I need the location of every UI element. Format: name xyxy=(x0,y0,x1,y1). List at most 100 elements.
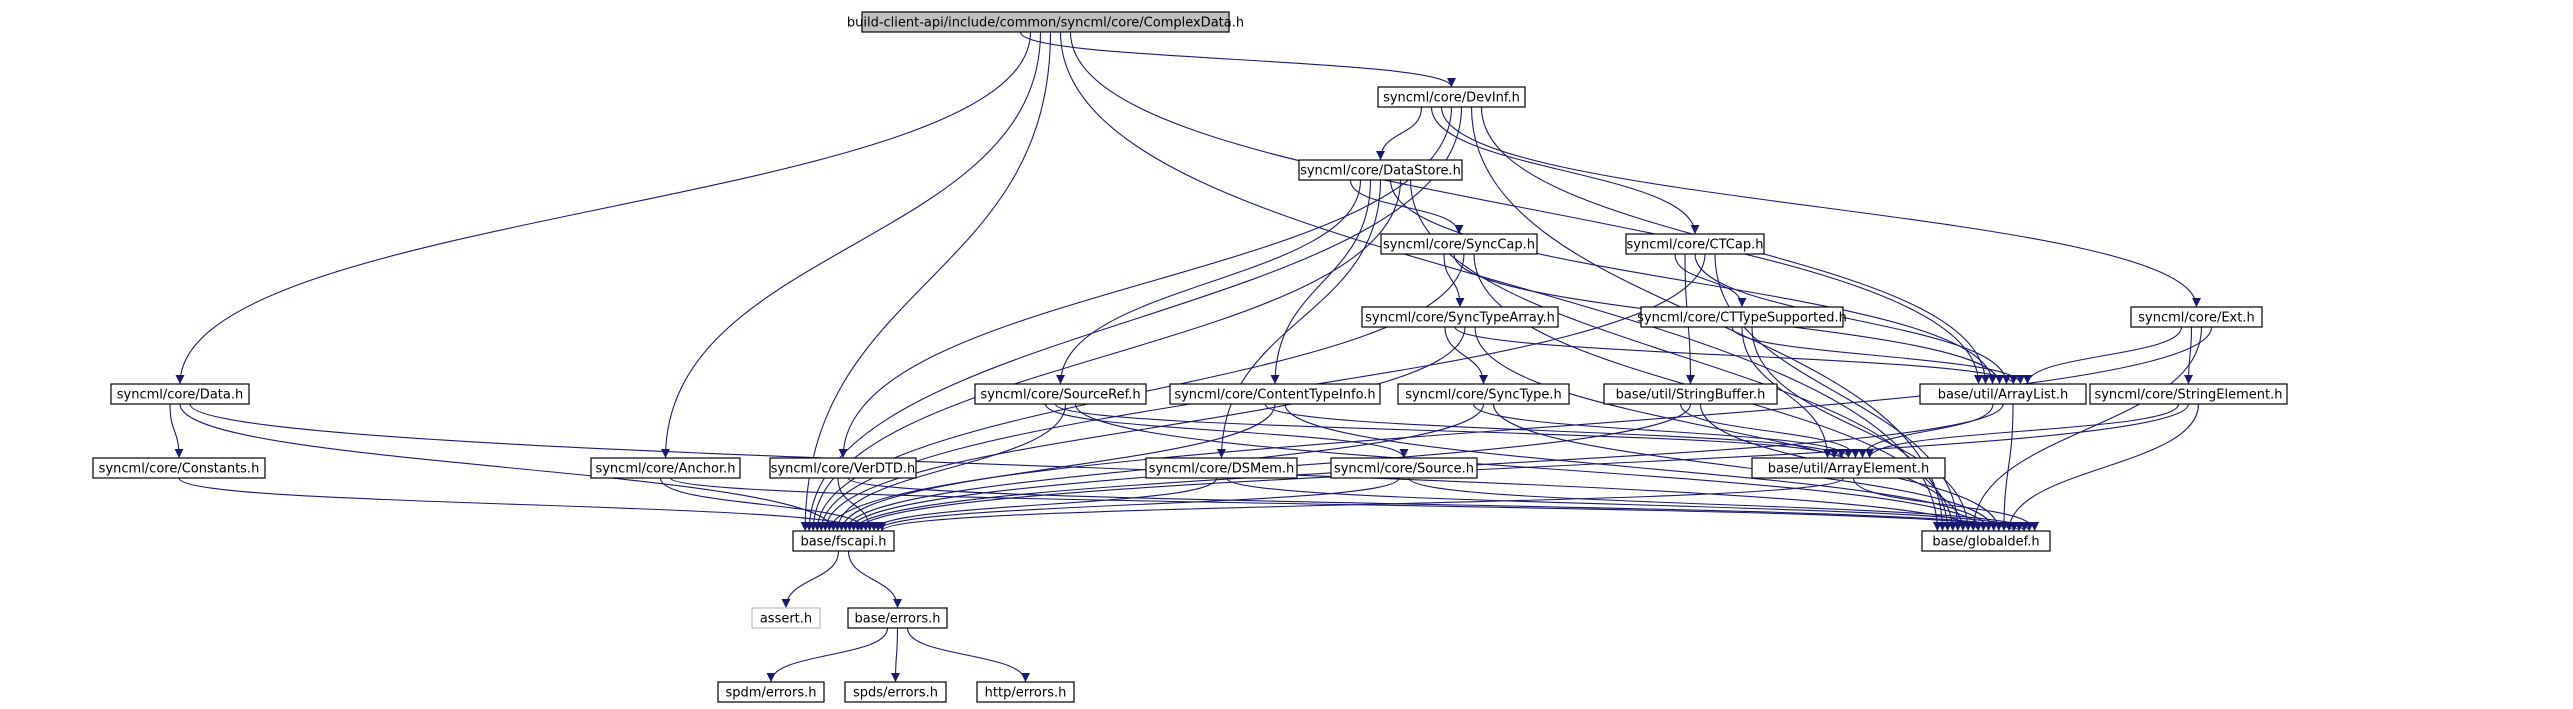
node-label-stringelement: syncml/core/StringElement.h xyxy=(2094,388,2282,403)
edge-ctcap-to-globaldef xyxy=(1714,253,1963,532)
node-dsmem[interactable]: syncml/core/DSMem.h xyxy=(1145,457,1298,479)
edge-devinf-to-ctcap xyxy=(1430,106,1700,235)
node-sourceref[interactable]: syncml/core/SourceRef.h xyxy=(974,383,1147,405)
edge-constants-to-fscapi xyxy=(178,477,866,532)
node-fscapi[interactable]: base/fscapi.h xyxy=(792,530,895,552)
edge-synctypearray-to-synctype xyxy=(1444,326,1488,385)
node-label-data: syncml/core/Data.h xyxy=(117,388,243,403)
edge-errors-to-spdm xyxy=(766,627,889,683)
node-box-stringelement xyxy=(2089,383,2288,405)
edge-stringelement-to-arrayelement xyxy=(1865,403,2180,459)
node-box-devinf xyxy=(1377,86,1526,108)
node-synccap[interactable]: syncml/core/SyncCap.h xyxy=(1380,233,1538,255)
node-box-globaldef xyxy=(1921,530,2051,552)
node-globaldef[interactable]: base/globaldef.h xyxy=(1921,530,2051,552)
edge-sourceref-to-arrayelement xyxy=(1054,403,1839,459)
edge-arrayelement-to-globaldef xyxy=(1852,477,2040,532)
node-errors[interactable]: base/errors.h xyxy=(847,607,948,629)
node-datastore[interactable]: syncml/core/DataStore.h xyxy=(1298,159,1463,181)
edge-contenttypeinfo-to-globaldef xyxy=(1284,403,1993,532)
node-box-synctypearray xyxy=(1361,306,1559,328)
node-label-verdtd: syncml/core/VerDTD.h xyxy=(771,462,916,477)
node-source[interactable]: syncml/core/Source.h xyxy=(1330,457,1478,479)
node-box-data xyxy=(110,383,250,405)
node-label-arrayelement: base/util/ArrayElement.h xyxy=(1768,462,1930,477)
node-box-synccap xyxy=(1380,233,1538,255)
node-box-spds xyxy=(844,681,947,703)
edge-devinf-to-datastore xyxy=(1376,106,1423,161)
node-label-asserth: assert.h xyxy=(760,612,812,627)
node-verdtd[interactable]: syncml/core/VerDTD.h xyxy=(769,457,917,479)
edge-data-to-globaldef xyxy=(189,403,1983,532)
edge-sourceref-to-fscapi xyxy=(832,403,1067,532)
node-box-stringbuffer xyxy=(1603,383,1778,405)
node-box-dsmem xyxy=(1145,457,1298,479)
node-label-datastore: syncml/core/DataStore.h xyxy=(1300,164,1461,179)
node-anchor[interactable]: syncml/core/Anchor.h xyxy=(590,457,741,479)
node-arrayelement[interactable]: base/util/ArrayElement.h xyxy=(1751,457,1946,479)
edge-fscapi-to-errors xyxy=(847,550,902,609)
edge-source-to-globaldef xyxy=(1408,477,2034,532)
edge-datastore-to-dsmem xyxy=(1217,179,1382,459)
edge-stringelement-to-fscapi xyxy=(853,403,2190,532)
edge-data-to-fscapi xyxy=(179,403,838,532)
edge-errors-to-spds xyxy=(891,627,901,683)
node-label-spds: spds/errors.h xyxy=(853,686,938,701)
node-label-ctcap: syncml/core/CTCap.h xyxy=(1627,238,1764,253)
edge-sourceref-to-source xyxy=(1044,403,1409,459)
edge-ext-to-globaldef xyxy=(1968,326,2203,532)
node-stringbuffer[interactable]: base/util/StringBuffer.h xyxy=(1603,383,1778,405)
node-data[interactable]: syncml/core/Data.h xyxy=(110,383,250,405)
node-stringelement[interactable]: syncml/core/StringElement.h xyxy=(2089,383,2288,405)
node-label-cttype: syncml/core/CTTypeSupported.h xyxy=(1637,311,1847,326)
node-box-errors xyxy=(847,607,948,629)
node-arraylist[interactable]: base/util/ArrayList.h xyxy=(1919,383,2087,405)
edge-arraylist-to-arrayelement xyxy=(1858,403,1994,459)
node-label-constants: syncml/core/Constants.h xyxy=(99,462,260,477)
node-label-devinf: syncml/core/DevInf.h xyxy=(1383,91,1520,106)
node-contenttypeinfo[interactable]: syncml/core/ContentTypeInfo.h xyxy=(1169,383,1381,405)
edge-ext-to-stringelement xyxy=(2184,326,2194,385)
edge-synctype-to-arrayelement xyxy=(1472,403,1853,459)
edge-contenttypeinfo-to-arrayelement xyxy=(1264,403,1846,459)
node-box-datastore xyxy=(1298,159,1463,181)
edge-data-to-constants xyxy=(169,403,184,459)
edge-root-to-globaldef xyxy=(1059,31,1942,532)
node-box-contenttypeinfo xyxy=(1169,383,1381,405)
node-constants[interactable]: syncml/core/Constants.h xyxy=(92,457,266,479)
edge-fscapi-to-asserth xyxy=(781,550,840,609)
edge-devinf-to-ext xyxy=(1440,106,2201,308)
node-root[interactable]: build-client-api/include/common/syncml/c… xyxy=(847,11,1244,33)
edge-arrayelement-to-fscapi xyxy=(877,477,1845,532)
node-ctcap[interactable]: syncml/core/CTCap.h xyxy=(1625,233,1765,255)
nodes: build-client-api/include/common/syncml/c… xyxy=(92,11,2288,703)
node-box-ctcap xyxy=(1625,233,1765,255)
node-box-arrayelement xyxy=(1751,457,1946,479)
node-label-contenttypeinfo: syncml/core/ContentTypeInfo.h xyxy=(1174,388,1375,403)
node-devinf[interactable]: syncml/core/DevInf.h xyxy=(1377,86,1526,108)
edge-datastore-to-contenttypeinfo xyxy=(1270,179,1372,385)
node-label-synctype: syncml/core/SyncType.h xyxy=(1405,388,1562,403)
node-cttype[interactable]: syncml/core/CTTypeSupported.h xyxy=(1637,306,1847,328)
node-label-dsmem: syncml/core/DSMem.h xyxy=(1149,462,1295,477)
node-spdm[interactable]: spdm/errors.h xyxy=(717,681,825,703)
node-ext[interactable]: syncml/core/Ext.h xyxy=(2130,306,2263,328)
edge-source-to-fscapi xyxy=(873,477,1400,532)
node-label-synctypearray: syncml/core/SyncTypeArray.h xyxy=(1365,311,1555,326)
node-box-verdtd xyxy=(769,457,917,479)
edge-synccap-to-synctypearray xyxy=(1443,253,1465,308)
node-box-ext xyxy=(2130,306,2263,328)
edge-root-to-fscapi xyxy=(800,31,1052,532)
node-box-asserth xyxy=(751,607,821,629)
edge-dsmem-to-globaldef xyxy=(1225,477,2029,532)
node-synctypearray[interactable]: syncml/core/SyncTypeArray.h xyxy=(1361,306,1559,328)
node-label-errors: base/errors.h xyxy=(855,612,941,627)
edge-verdtd-to-globaldef xyxy=(847,477,2024,532)
edge-cttype-to-arraylist xyxy=(1731,326,2025,385)
node-synctype[interactable]: syncml/core/SyncType.h xyxy=(1397,383,1570,405)
node-http[interactable]: http/errors.h xyxy=(976,681,1075,703)
node-spds[interactable]: spds/errors.h xyxy=(844,681,947,703)
node-label-globaldef: base/globaldef.h xyxy=(1932,535,2039,550)
node-box-constants xyxy=(92,457,266,479)
